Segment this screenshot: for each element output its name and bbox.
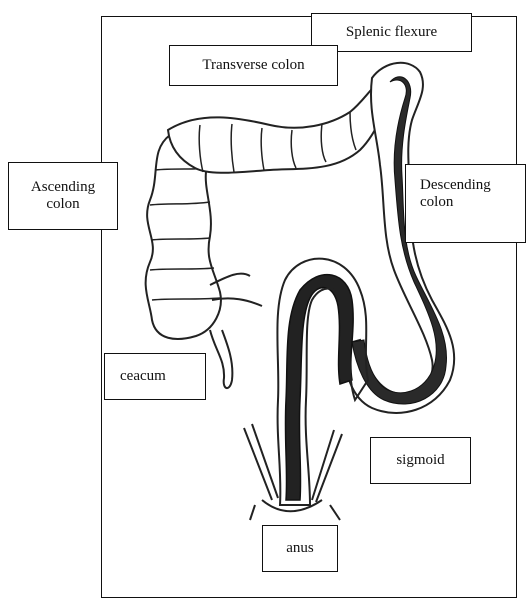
label-ascending-colon: Ascending colon <box>8 162 118 230</box>
label-ceacum: ceacum <box>104 353 206 400</box>
label-descending-colon: Descending colon <box>405 164 526 243</box>
label-transverse-colon: Transverse colon <box>169 45 338 86</box>
appendix <box>210 330 232 388</box>
label-anus: anus <box>262 525 338 572</box>
sigmoid-loop <box>285 275 353 500</box>
transverse-colon-shape <box>168 78 396 173</box>
label-sigmoid: sigmoid <box>370 437 471 484</box>
